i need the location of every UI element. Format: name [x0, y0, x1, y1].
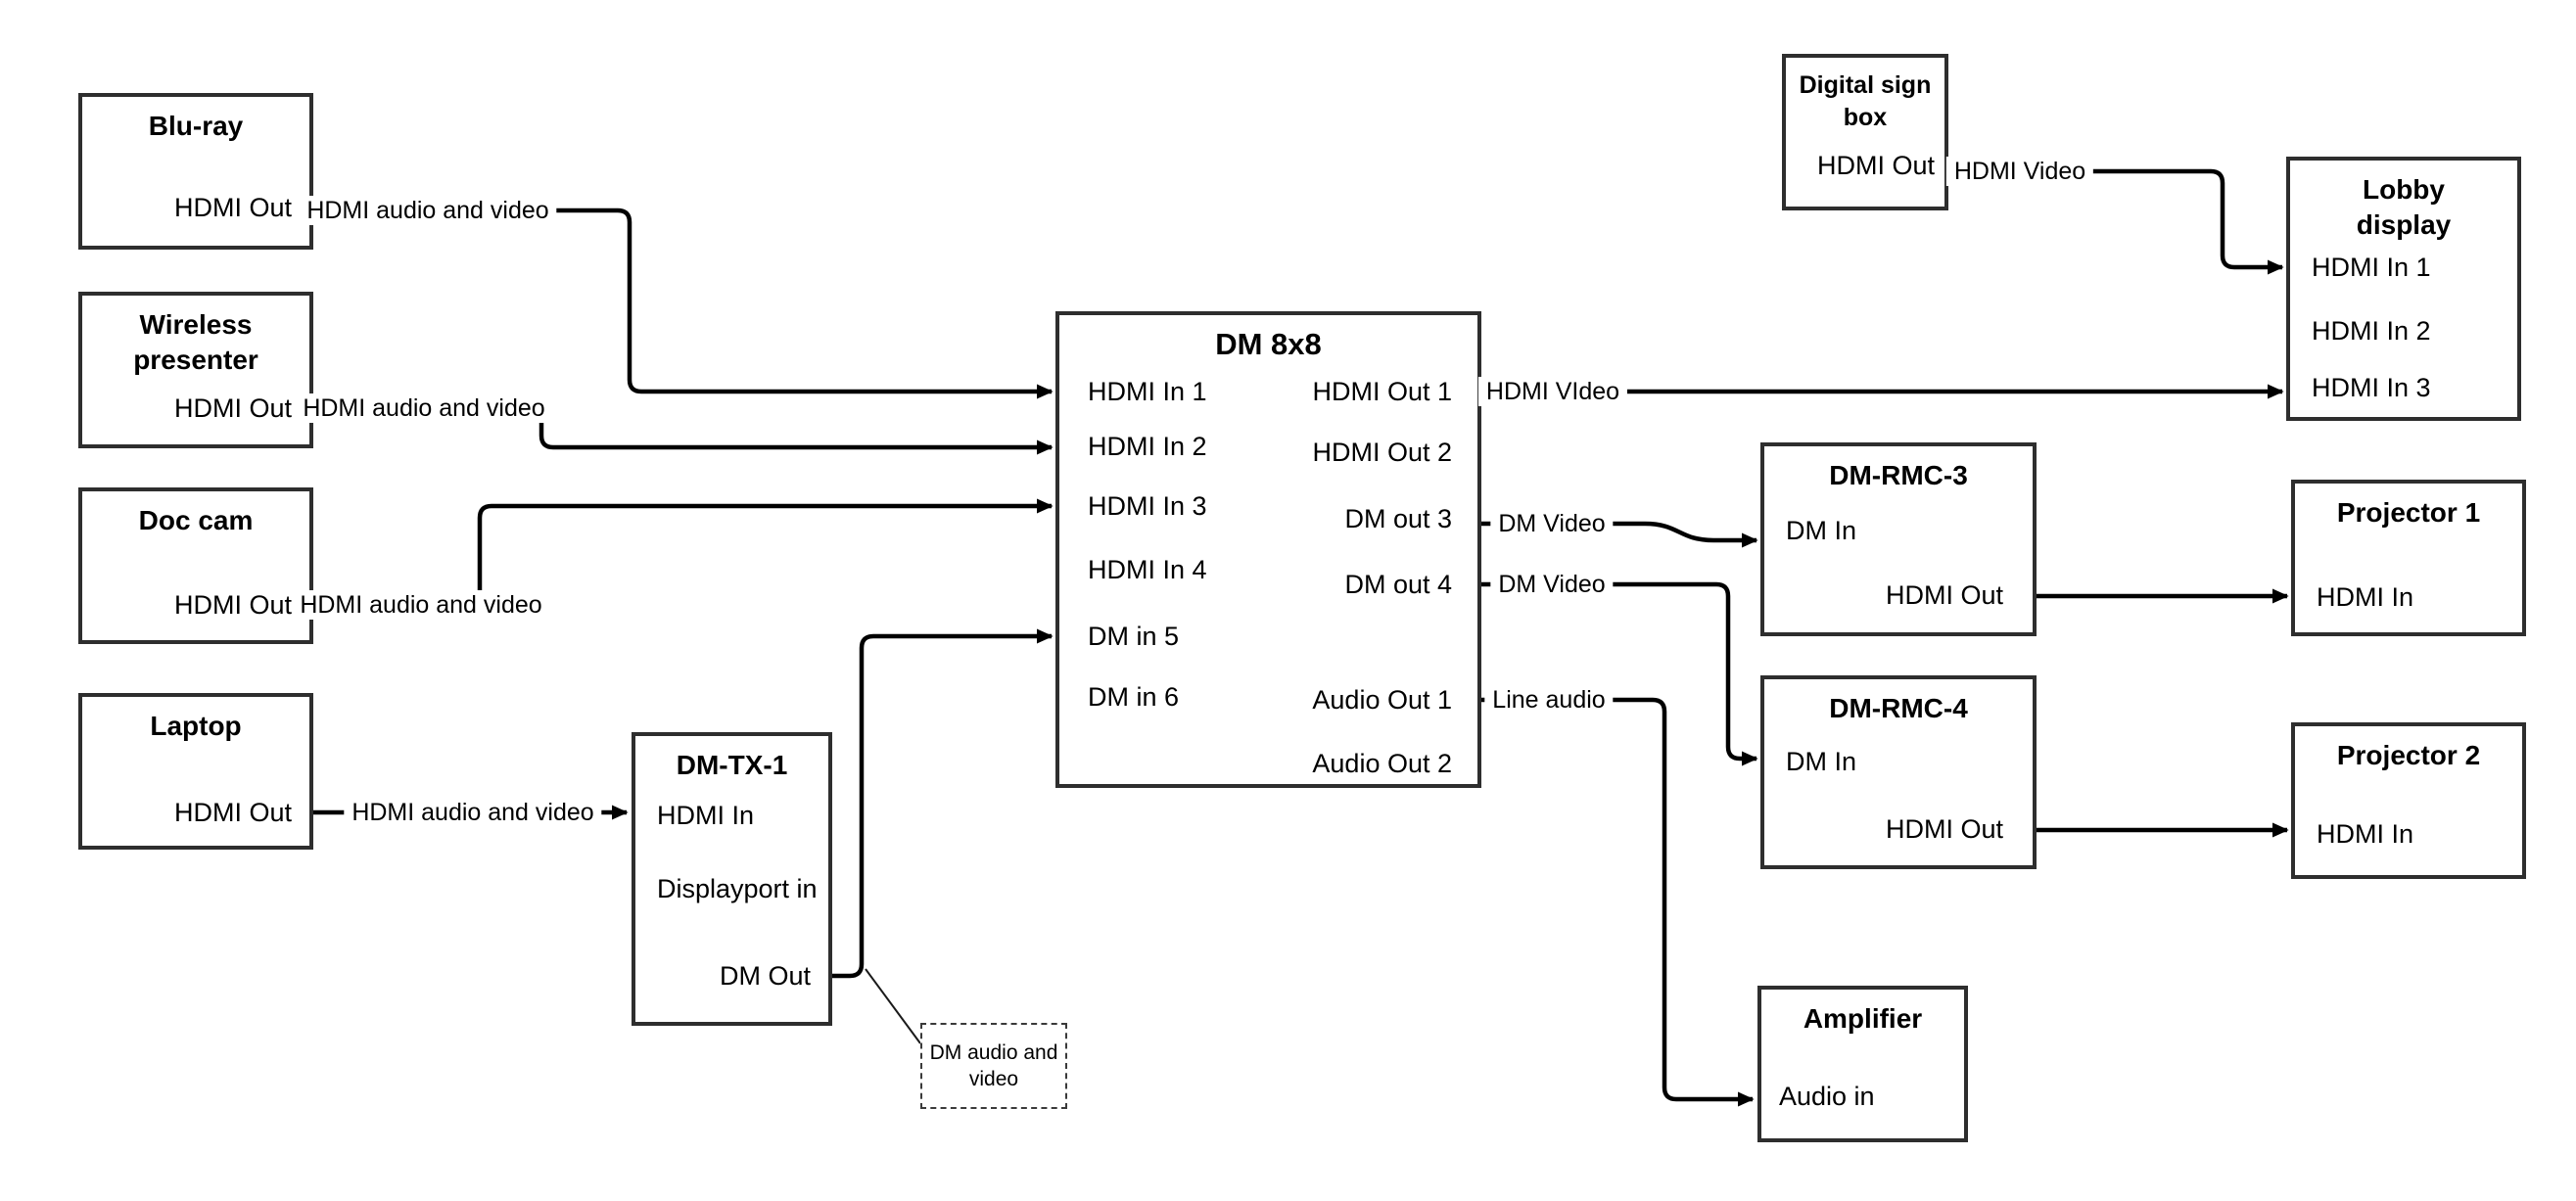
node-title: Digital sign box: [1786, 69, 1944, 134]
port-dm8x8-dm-in-5: DM in 5: [1088, 622, 1180, 651]
node-title: Blu-ray: [148, 111, 244, 141]
node-title: DM-RMC-4: [1829, 693, 1968, 723]
port-dm8x8-audio-out-2: Audio Out 2: [1312, 749, 1452, 778]
edge-dm8x8-audio1-to-amplifier: [1481, 697, 1755, 1107]
port-laptop-hdmi-out: HDMI Out: [173, 798, 292, 827]
node-title: Lobby display: [2290, 172, 2517, 243]
port-lobby-hdmi-in-1: HDMI In 1: [2312, 253, 2431, 282]
edge-label-line-audio: Line audio: [1484, 685, 1614, 715]
node-title: DM-TX-1: [676, 750, 788, 780]
port-dm8x8-hdmi-in-1: HDMI In 1: [1088, 377, 1207, 406]
node-projector1: Projector 1 HDMI In: [2291, 480, 2526, 636]
port-dm8x8-hdmi-out-1: HDMI Out 1: [1312, 377, 1452, 406]
port-dm8x8-dm-out-4: DM out 4: [1344, 570, 1452, 599]
node-dmrmc4: DM-RMC-4 DM In HDMI Out: [1760, 675, 2037, 869]
port-dm8x8-hdmi-in-3: HDMI In 3: [1088, 491, 1207, 521]
edge-label-hdmi-av-bluray: HDMI audio and video: [299, 196, 557, 225]
title-line1: Lobby: [2363, 174, 2445, 205]
edge-label-hdmi-video-main: HDMI VIdeo: [1477, 377, 1628, 406]
edge-sign-to-lobby-in1: [1948, 168, 2284, 275]
node-doccam: Doc cam HDMI Out: [78, 487, 313, 644]
edge-label-dm-video-3: DM Video: [1490, 509, 1614, 538]
port-doccam-hdmi-out: HDMI Out: [173, 590, 292, 620]
node-projector2: Projector 2 HDMI In: [2291, 722, 2526, 879]
node-title: Projector 2: [2336, 740, 2481, 770]
edge-label-hdmi-av-wireless: HDMI audio and video: [295, 393, 553, 423]
title-line2: box: [1843, 104, 1888, 131]
node-dm8x8: DM 8x8 HDMI In 1 HDMI In 2 HDMI In 3 HDM…: [1055, 311, 1481, 788]
title-line2: presenter: [133, 345, 258, 375]
port-lobby-hdmi-in-3: HDMI In 3: [2312, 373, 2431, 402]
node-bluray: Blu-ray HDMI Out: [78, 93, 313, 250]
port-wireless-hdmi-out: HDMI Out: [173, 393, 292, 423]
node-title: Projector 1: [2336, 497, 2481, 528]
node-lobby-display: Lobby display HDMI In 1 HDMI In 2 HDMI I…: [2286, 157, 2521, 421]
port-proj1-hdmi-in: HDMI In: [2317, 582, 2414, 612]
title-line1: Wireless: [139, 309, 253, 340]
port-dmrmc3-hdmi-out: HDMI Out: [1885, 580, 2003, 610]
node-title: Wireless presenter: [82, 307, 309, 378]
port-dmrmc4-hdmi-out: HDMI Out: [1885, 814, 2003, 844]
port-amplifier-audio-in: Audio in: [1779, 1082, 1875, 1111]
node-title: Amplifier: [1803, 1003, 1923, 1034]
port-dm8x8-dm-in-6: DM in 6: [1088, 682, 1180, 712]
node-title: Laptop: [150, 711, 242, 741]
port-dm8x8-dm-out-3: DM out 3: [1344, 504, 1452, 533]
port-bluray-hdmi-out: HDMI Out: [173, 193, 292, 222]
port-dm8x8-hdmi-in-4: HDMI In 4: [1088, 555, 1207, 584]
port-dm8x8-audio-out-1: Audio Out 1: [1312, 685, 1452, 715]
edge-label-hdmi-av-doccam: HDMI audio and video: [292, 590, 550, 620]
edge-bluray-to-dm8x8-in1: [313, 208, 1054, 399]
port-dmrmc4-dm-in: DM In: [1786, 747, 1857, 776]
node-laptop: Laptop HDMI Out: [78, 693, 313, 850]
port-sign-hdmi-out: HDMI Out: [1816, 151, 1935, 180]
edge-label-dm-video-4: DM Video: [1490, 570, 1614, 599]
note-text: DM audio and video: [929, 1041, 1058, 1090]
node-title: DM-RMC-3: [1829, 460, 1968, 490]
port-dm8x8-hdmi-out-2: HDMI Out 2: [1312, 438, 1452, 467]
node-wireless-presenter: Wireless presenter HDMI Out: [78, 292, 313, 448]
node-amplifier: Amplifier Audio in: [1757, 986, 1968, 1142]
port-dmtx1-dm-out: DM Out: [719, 961, 811, 991]
port-dmtx1-hdmi-in: HDMI In: [657, 801, 755, 830]
edge-dm8x8-out4-to-dmrmc4: [1481, 581, 1758, 766]
edge-dmtx1-to-dm8x8-in5: [832, 628, 1054, 979]
edge-dm8x8-out3-to-dmrmc3: [1481, 521, 1758, 548]
node-digital-sign-box: Digital sign box HDMI Out: [1782, 54, 1948, 210]
node-title: Doc cam: [138, 505, 254, 535]
port-dmtx1-displayport-in: Displayport in: [657, 874, 818, 903]
port-dmrmc3-dm-in: DM In: [1786, 516, 1857, 545]
node-dmrmc3: DM-RMC-3 DM In HDMI Out: [1760, 442, 2037, 636]
note-dm-audio-and-video: DM audio and video: [920, 1023, 1067, 1109]
port-proj2-hdmi-in: HDMI In: [2317, 819, 2414, 849]
edge-label-hdmi-av-laptop: HDMI audio and video: [344, 798, 602, 827]
node-dmtx1: DM-TX-1 HDMI In Displayport in DM Out: [632, 732, 832, 1026]
port-lobby-hdmi-in-2: HDMI In 2: [2312, 316, 2431, 346]
port-dm8x8-hdmi-in-2: HDMI In 2: [1088, 432, 1207, 461]
title-line1: Digital sign: [1799, 71, 1932, 99]
edge-label-hdmi-video-sign: HDMI Video: [1945, 157, 2094, 186]
title-line2: display: [2356, 209, 2452, 240]
note-leader-line: [865, 968, 921, 1044]
node-title: DM 8x8: [1215, 327, 1322, 361]
